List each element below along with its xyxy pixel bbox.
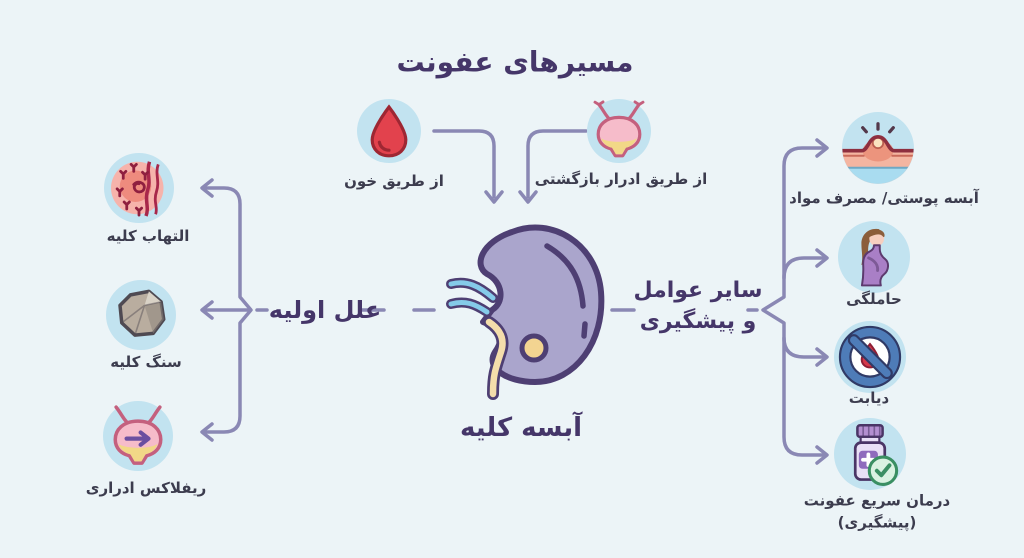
- kidney-abscess-icon: [446, 224, 605, 400]
- arrowhead-right-icon: [815, 445, 829, 465]
- skin-abscess-icon: [842, 112, 914, 184]
- other-factors-heading-line1: سایر عوامل: [633, 278, 763, 304]
- factor-quick-treatment-line2: (پیشگیری): [837, 513, 917, 531]
- arrowhead-left-icon: [200, 300, 214, 320]
- kidney-stone-icon: [106, 280, 176, 350]
- cause-urinary-reflux-label: ریفلاکس ادراری: [85, 479, 207, 497]
- cause-inflammation-label: التهاب کلیه: [106, 227, 190, 245]
- bracket-primary-causes: [203, 186, 253, 434]
- cause-kidney-stone-label: سنگ کلیه: [110, 353, 182, 371]
- branch-diabetes: [782, 336, 826, 359]
- factor-quick-treatment-label: درمان سریع عفونت (پیشگیری): [804, 490, 950, 534]
- arrowhead-down-icon: [484, 190, 504, 204]
- arrow-blood-to-kidney: [432, 129, 496, 199]
- factor-diabetes-label: دیابت: [848, 389, 890, 407]
- factor-quick-treatment-line1: درمان سریع عفونت: [803, 491, 951, 510]
- other-factors-heading-line2: و پیشگیری: [639, 309, 757, 334]
- abscess-spot: [519, 333, 549, 363]
- route-blood-label: از طریق خون: [344, 172, 444, 190]
- center-title: آبسه کلیه: [459, 413, 583, 443]
- bladder-icon: [587, 99, 651, 163]
- page-title: مسیرهای عفونت: [396, 45, 634, 79]
- arrowhead-right-icon: [815, 248, 829, 268]
- other-factors-heading: سایر عوامل و پیشگیری: [633, 276, 762, 338]
- arrowhead-left-icon: [200, 422, 214, 442]
- arrowhead-down-icon: [518, 190, 538, 204]
- medicine-bottle-icon: [834, 418, 906, 490]
- primary-causes-heading: علل اولیه: [268, 296, 382, 324]
- factor-pregnancy-label: حاملگی: [846, 290, 902, 308]
- arrow-bladder-to-kidney: [526, 129, 588, 199]
- diabetes-icon: [834, 321, 906, 393]
- arrowhead-right-icon: [815, 347, 829, 367]
- urinary-reflux-icon: [103, 401, 173, 471]
- blood-drop-icon: [357, 99, 421, 163]
- route-reflux-urine-label: از طریق ادرار بازگشتی: [534, 170, 708, 188]
- arrowhead-right-icon: [815, 138, 829, 158]
- brace-other-factors: [761, 146, 826, 457]
- kidney-inflammation-icon: [104, 153, 174, 223]
- branch-pregnancy: [782, 256, 826, 280]
- pregnancy-icon: [838, 221, 910, 293]
- factor-skin-abscess-label: آبسه پوستی/ مصرف مواد: [789, 189, 979, 207]
- arrowhead-left-icon: [200, 178, 214, 198]
